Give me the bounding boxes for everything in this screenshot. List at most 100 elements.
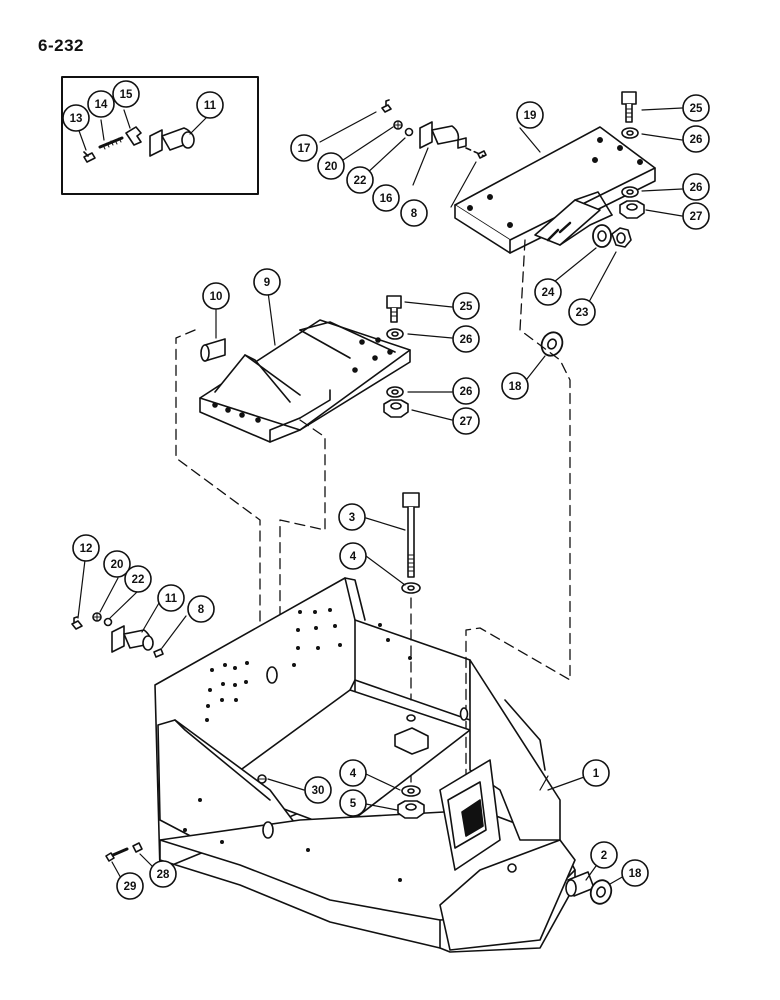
pivot-pin-upper <box>381 99 487 159</box>
callout-circle <box>116 872 144 900</box>
callout-circle <box>290 134 318 162</box>
callout-label: 23 <box>576 307 589 319</box>
callout-circle <box>682 202 710 230</box>
lower-washer-nut <box>397 785 425 819</box>
middle-bracket <box>199 319 411 443</box>
callout-label: 3 <box>349 512 355 524</box>
callout-circle <box>452 407 480 435</box>
washer-nut-24-23 <box>592 224 632 248</box>
callout-circle <box>339 759 367 787</box>
callout-label: 25 <box>690 103 703 115</box>
callout-c18a: 18 <box>501 372 529 400</box>
page-number: 6-232 <box>38 36 84 55</box>
callout-c4a: 4 <box>339 542 367 570</box>
callout-c16: 16 <box>372 184 400 212</box>
callout-label: 20 <box>325 161 338 173</box>
callout-c25a: 25 <box>682 94 710 122</box>
callout-label: 26 <box>690 134 703 146</box>
callout-c25b: 25 <box>452 292 480 320</box>
callout-label: 19 <box>524 110 537 122</box>
callout-label: 22 <box>132 574 145 586</box>
callout-circle <box>682 125 710 153</box>
callout-label: 18 <box>509 381 522 393</box>
callout-c24: 24 <box>534 278 562 306</box>
callout-circle <box>124 565 152 593</box>
callout-label: 4 <box>350 551 357 563</box>
callout-label: 26 <box>460 386 473 398</box>
callout-c4b: 4 <box>339 759 367 787</box>
callout-circle <box>372 184 400 212</box>
callout-c26b: 26 <box>452 325 480 353</box>
callout-circle <box>103 550 131 578</box>
callout-c8a: 8 <box>400 199 428 227</box>
callout-circle <box>338 503 366 531</box>
pivot-pin-lower <box>71 612 164 658</box>
callout-c23: 23 <box>568 298 596 326</box>
callout-label: 2 <box>601 850 607 862</box>
callout-circle <box>339 542 367 570</box>
callout-label: 24 <box>542 287 555 299</box>
callout-circle <box>346 166 374 194</box>
callout-c5: 5 <box>339 789 367 817</box>
main-frame <box>154 577 576 953</box>
bolt-29-washer-28 <box>105 842 143 862</box>
upper-bolt-set <box>619 91 645 219</box>
callout-c8b: 8 <box>187 595 215 623</box>
callout-label: 28 <box>157 869 170 881</box>
callout-label: 10 <box>210 291 223 303</box>
callout-c30: 30 <box>304 776 332 804</box>
callout-c12: 12 <box>72 534 100 562</box>
callout-circle <box>682 94 710 122</box>
top-mounting-plate <box>454 126 656 254</box>
callout-c2: 2 <box>590 841 618 869</box>
callout-circle <box>112 80 140 108</box>
leader-lines <box>77 107 683 885</box>
callout-label: 18 <box>629 868 642 880</box>
callout-label: 27 <box>690 211 703 223</box>
callout-label: 8 <box>411 208 418 220</box>
callout-c13: 13 <box>62 104 90 132</box>
thrust-washer-upper <box>540 331 564 357</box>
callout-circle <box>582 759 610 787</box>
callout-label: 15 <box>120 89 133 101</box>
callout-circle <box>400 199 428 227</box>
callout-group: 1234458891011111213141516171818192020222… <box>62 80 710 900</box>
callout-circle <box>568 298 596 326</box>
lower-bushing-washer <box>565 871 613 905</box>
callout-circle <box>317 152 345 180</box>
callout-c9: 9 <box>253 268 281 296</box>
callout-c15: 15 <box>112 80 140 108</box>
callout-circle <box>452 292 480 320</box>
callout-label: 12 <box>80 543 93 555</box>
callout-label: 1 <box>593 768 600 780</box>
callout-circle <box>590 841 618 869</box>
callout-circle <box>339 789 367 817</box>
callout-c20b: 20 <box>103 550 131 578</box>
callout-circle <box>87 90 115 118</box>
callout-label: 11 <box>165 593 178 605</box>
callout-c28: 28 <box>149 860 177 888</box>
callout-circle <box>157 584 185 612</box>
callout-c20a: 20 <box>317 152 345 180</box>
callout-label: 29 <box>124 881 137 893</box>
callout-circle <box>452 325 480 353</box>
callout-c26d: 26 <box>452 377 480 405</box>
callout-circle <box>202 282 230 310</box>
callout-label: 14 <box>95 99 108 111</box>
callout-label: 26 <box>690 182 703 194</box>
callout-label: 27 <box>460 416 473 428</box>
callout-c26a: 26 <box>682 125 710 153</box>
long-bolt-3 <box>401 492 421 594</box>
callout-c22b: 22 <box>124 565 152 593</box>
callout-c18b: 18 <box>621 859 649 887</box>
callout-circle <box>253 268 281 296</box>
callout-circle <box>149 860 177 888</box>
callout-c3: 3 <box>338 503 366 531</box>
callout-c26c: 26 <box>682 173 710 201</box>
callout-circle <box>682 173 710 201</box>
callout-label: 11 <box>204 100 217 112</box>
callout-circle <box>304 776 332 804</box>
callout-circle <box>62 104 90 132</box>
